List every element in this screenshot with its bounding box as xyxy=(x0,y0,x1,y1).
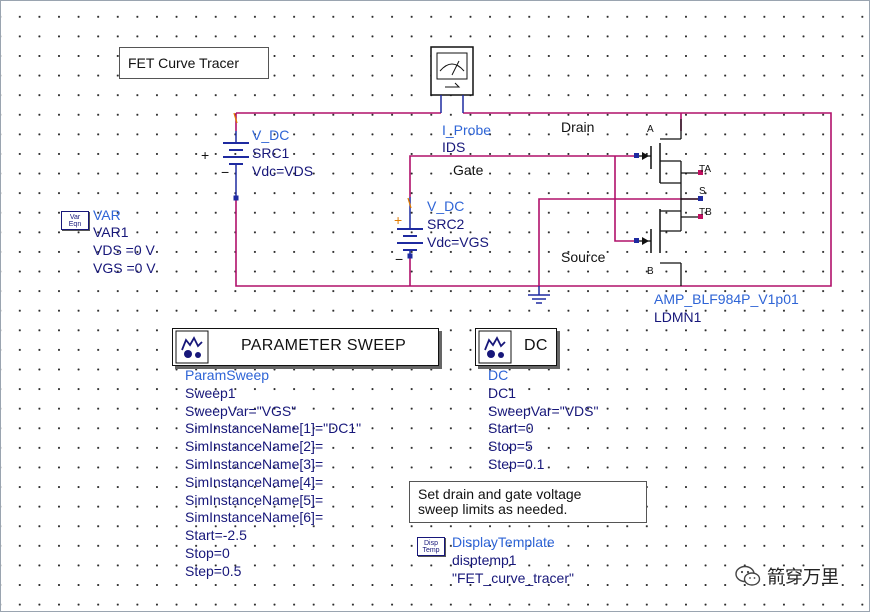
watermark-text: 箭穿万里 xyxy=(767,567,839,587)
wire-source xyxy=(538,198,701,286)
disp-type: DisplayTemplate xyxy=(452,534,555,550)
wire-gate2 xyxy=(614,156,637,242)
disp-temp-icon[interactable]: Disp Temp xyxy=(417,537,445,556)
param-sweep-line: SweepVar="VGS" xyxy=(185,402,297,419)
src2-param: Vdc=VGS xyxy=(427,234,489,250)
pin-s: S xyxy=(699,186,706,197)
transistor-model: AMP_BLF984P_V1p01 xyxy=(654,291,799,307)
param-sweep-line: Stop=0 xyxy=(185,545,230,561)
dc-sim-block[interactable]: DC xyxy=(475,328,557,366)
param-sweep-line: SimInstanceName[5]= xyxy=(185,491,324,508)
dc-sim-line: Step=0.1 xyxy=(488,456,545,472)
net-label-source: Source xyxy=(561,249,606,265)
title-text: FET Curve Tracer xyxy=(128,55,239,71)
src1-symbol xyxy=(223,112,249,201)
var-line-vds: VDS =0 V xyxy=(93,242,155,258)
src2-plus: + xyxy=(394,212,403,228)
dc-sim-line: DC xyxy=(488,367,509,383)
wire-probe-drain xyxy=(463,112,832,287)
pin-ta: TA xyxy=(699,164,712,175)
note-line-2: sweep limits as needed. xyxy=(418,501,568,517)
note-line-1: Set drain and gate voltage xyxy=(418,486,582,502)
var-name: VAR1 xyxy=(93,224,129,240)
sweep-note[interactable]: Set drain and gate voltage sweep limits … xyxy=(409,481,647,523)
src2-type: V_DC xyxy=(427,198,465,214)
src2-name: SRC2 xyxy=(427,216,465,232)
param-sweep-block[interactable]: PARAMETER SWEEP xyxy=(172,328,439,366)
dc-sim-icon xyxy=(478,330,512,364)
pin-tb: TB xyxy=(699,207,712,218)
probe-name: IDS xyxy=(442,139,466,155)
param-sweep-line: Step=0.5 xyxy=(185,562,242,579)
dc-sim-line: Start=0 xyxy=(488,420,534,437)
param-sweep-line: SimInstanceName[1]="DC1" xyxy=(185,420,362,437)
src2-symbol xyxy=(397,197,423,259)
ground-icon xyxy=(528,286,550,304)
pin-b: B xyxy=(647,266,654,277)
var-line-vgs: VGS =0 V xyxy=(93,260,156,276)
param-sweep-line: ParamSweep xyxy=(185,367,270,383)
transistor-type: LDMN1 xyxy=(654,309,702,325)
transistor-symbol xyxy=(634,119,703,286)
param-sweep-line: Sweep1 xyxy=(185,384,236,401)
param-sweep-line: Start=-2.5 xyxy=(185,527,247,544)
src1-minus: − xyxy=(221,164,230,180)
src1-param: Vdc=VDS xyxy=(252,163,314,179)
wechat-icon xyxy=(735,565,761,586)
param-sweep-line: SimInstanceName[6]= xyxy=(185,509,324,526)
src1-name: SRC1 xyxy=(252,145,290,161)
param-sweep-line: SimInstanceName[2]= xyxy=(185,438,324,455)
wire-bottom-return xyxy=(235,198,681,287)
net-label-drain: Drain xyxy=(561,119,595,135)
ammeter-icon xyxy=(430,46,474,113)
wire-gate xyxy=(409,155,637,197)
watermark: 箭穿万里 xyxy=(735,563,839,589)
param-sweep-line: SimInstanceName[3]= xyxy=(185,456,324,472)
disp-name: disptemp1 xyxy=(452,552,517,568)
dc-sim-line: Stop=5 xyxy=(488,438,533,455)
pin-a: A xyxy=(647,124,654,135)
dc-sim-line: SweepVar="VDS" xyxy=(488,402,599,419)
title-box[interactable]: FET Curve Tracer xyxy=(119,47,269,79)
sweep-sim-icon xyxy=(175,330,209,364)
param-sweep-title: PARAMETER SWEEP xyxy=(241,337,407,354)
var-eqn-icon[interactable]: Var Eqn xyxy=(61,211,89,230)
probe-type: I_Probe xyxy=(442,122,492,138)
disp-template-name: "FET_curve_tracer" xyxy=(452,570,574,586)
src1-type: V_DC xyxy=(252,127,290,143)
param-sweep-line: SimInstanceName[4]= xyxy=(185,473,324,490)
src1-plus: + xyxy=(201,147,210,163)
dc-sim-line: DC1 xyxy=(488,384,517,401)
net-label-gate: Gate xyxy=(453,162,484,178)
src2-minus: − xyxy=(395,251,404,267)
dc-sim-title: DC xyxy=(524,337,548,354)
var-type: VAR xyxy=(93,207,121,223)
